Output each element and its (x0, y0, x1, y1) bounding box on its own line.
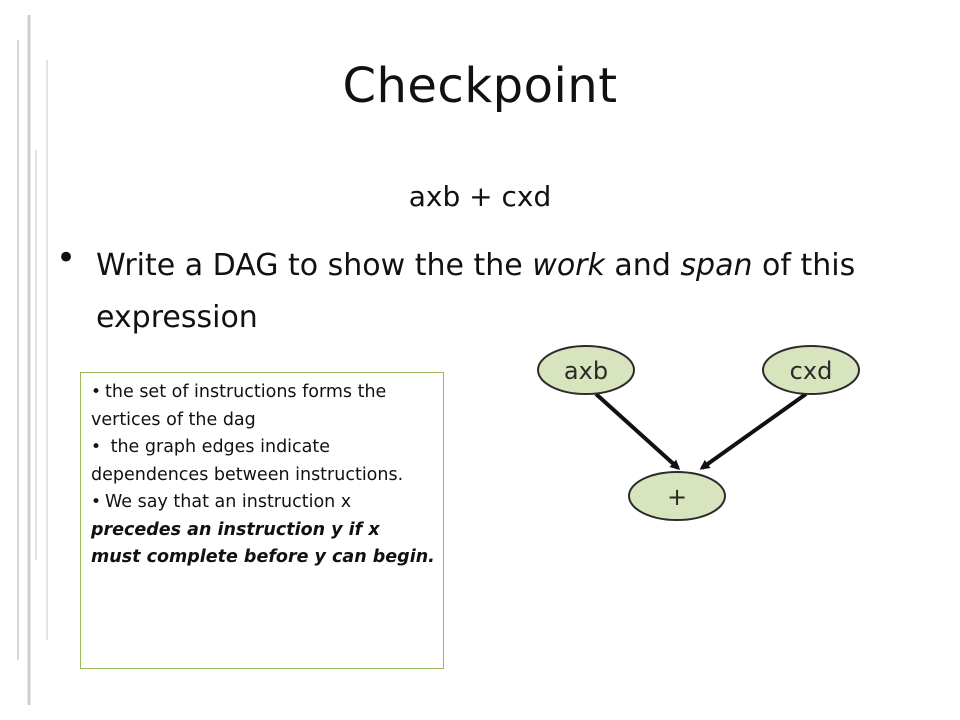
note-text-precedes-plain: We say that an instruction x (105, 492, 352, 512)
notes-box: •the set of instructions forms the verti… (80, 372, 444, 669)
note-item-vertices: •the set of instructions forms the verti… (91, 382, 387, 430)
dag-node-axb: axb (537, 345, 635, 395)
note-text-precedes-emphasis: precedes an instruction y if x must comp… (91, 519, 435, 568)
dag-node-plus: + (628, 471, 726, 521)
main-bullet: Write a DAG to show the the work and spa… (96, 240, 916, 344)
bullet-text-part2: and (604, 248, 681, 283)
bullet-work-word: work (532, 248, 605, 283)
bullet-text-part1: Write a DAG to show the the (96, 248, 533, 283)
dag-node-plus-label: + (667, 483, 687, 511)
note-item-precedes: •We say that an instruction x precedes a… (91, 492, 435, 568)
note-text-vertices: the set of instructions forms the vertic… (91, 382, 387, 430)
note-text-edges: the graph edges indicate dependences bet… (91, 437, 404, 485)
dag-node-cxd-label: cxd (790, 357, 833, 385)
slide-title: Checkpoint (342, 58, 618, 114)
decorative-left-lines (17, 15, 48, 705)
dag-node-cxd: cxd (762, 345, 860, 395)
dag-edge-cxd-to-plus (699, 392, 808, 470)
expression: axb + cxd (408, 180, 552, 213)
dag-node-axb-label: axb (564, 357, 608, 385)
bullet-text-part3: of this expression (96, 248, 856, 335)
note-item-edges: • the graph edges indicate dependences b… (91, 437, 404, 485)
bullet-marker: • (56, 238, 77, 278)
dag-edge-axb-to-plus (594, 392, 681, 471)
bullet-span-word: span (680, 248, 753, 283)
